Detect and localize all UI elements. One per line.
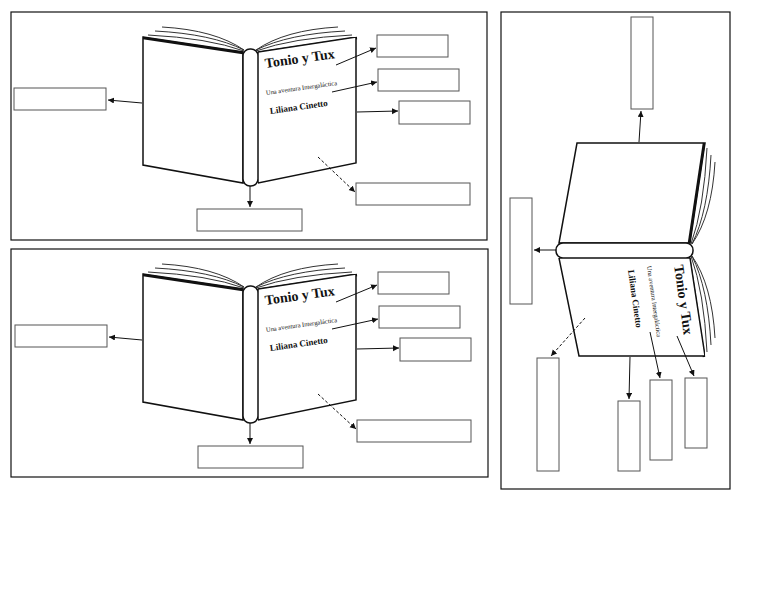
answer-box [631, 17, 653, 109]
leader-arrow [318, 394, 356, 429]
answer-box [357, 420, 471, 442]
answer-box [400, 338, 471, 361]
leader-arrow [336, 48, 376, 65]
leader-arrow [534, 250, 556, 251]
leader-arrow [250, 186, 251, 207]
cover-shape [258, 274, 356, 420]
answer-box [685, 378, 707, 448]
book-illustration [143, 264, 357, 423]
leader-arrow [108, 100, 142, 103]
leader-arrow [357, 111, 398, 112]
leader-arrow [109, 337, 142, 340]
answer-box [378, 69, 459, 91]
panel-frame [11, 249, 488, 477]
leader-arrow [336, 285, 377, 302]
book-cover: Tonio y TuxUna aventura IntergalácticaLi… [258, 37, 357, 185]
answer-box [537, 358, 559, 471]
answer-box [618, 401, 640, 471]
leader-arrow [677, 336, 694, 376]
leader-arrow [650, 332, 660, 378]
answer-box [198, 446, 303, 468]
answer-box [399, 101, 470, 124]
book-cover: Tonio y TuxUna aventura IntergalácticaLi… [557, 258, 705, 357]
answer-box [379, 306, 460, 328]
book-cover: Tonio y TuxUna aventura IntergalácticaLi… [258, 274, 357, 422]
answer-box [510, 198, 532, 304]
leader-arrow [250, 423, 251, 444]
panel-frame [501, 12, 730, 489]
answer-box [356, 183, 470, 205]
book-illustration [143, 27, 357, 186]
answer-box [14, 88, 106, 110]
cover-shape [258, 37, 356, 183]
answer-box [650, 380, 672, 460]
leader-arrow [629, 357, 630, 399]
leader-arrow [357, 348, 399, 349]
answer-box [15, 325, 107, 347]
leader-arrow [639, 111, 641, 142]
leader-arrow [332, 319, 378, 329]
answer-box [378, 272, 449, 294]
answer-box [377, 35, 448, 57]
leader-arrow [318, 157, 355, 192]
leader-arrow [551, 318, 585, 356]
answer-box [197, 209, 302, 231]
panel-frame [11, 12, 487, 240]
book-illustration [556, 143, 715, 357]
leader-arrow [332, 82, 377, 92]
cover-shape [559, 258, 705, 356]
